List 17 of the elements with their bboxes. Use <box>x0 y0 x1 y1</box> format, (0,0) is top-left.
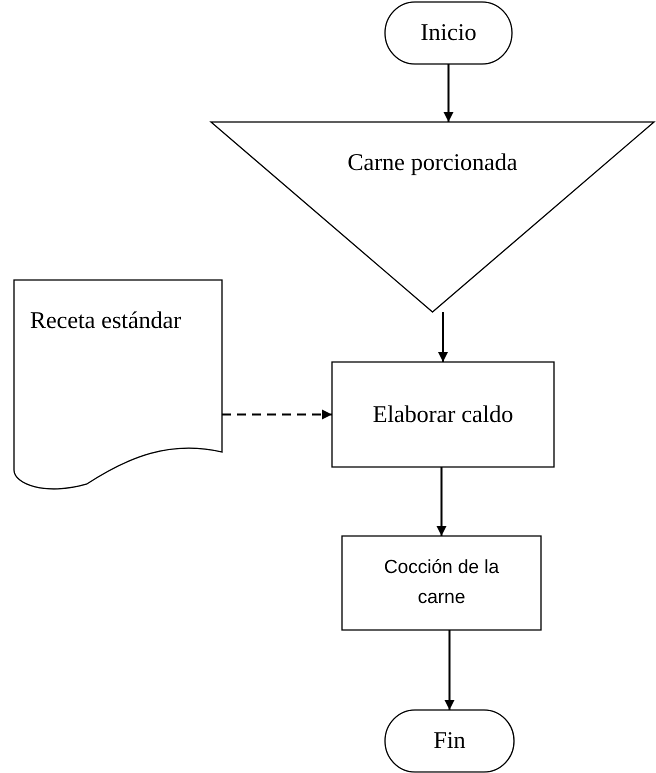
node-label: Fin <box>432 727 466 756</box>
terminal-shape <box>385 710 514 772</box>
node-label: Receta estándar <box>30 307 182 336</box>
node-label: Cocción de la carne <box>382 556 500 610</box>
process-box <box>332 362 554 467</box>
arrow <box>444 630 454 710</box>
arrow <box>436 467 446 536</box>
terminal-shape <box>385 2 512 64</box>
node-label: Elaborar caldo <box>372 400 514 430</box>
document-shape <box>14 280 222 492</box>
node-label: Inicio <box>420 19 478 48</box>
node-label: Carne porcionada <box>346 149 518 178</box>
process-box <box>342 536 541 630</box>
storage-triangle <box>211 122 654 312</box>
arrow <box>444 64 454 122</box>
arrow <box>438 312 448 362</box>
arrow <box>222 410 332 420</box>
